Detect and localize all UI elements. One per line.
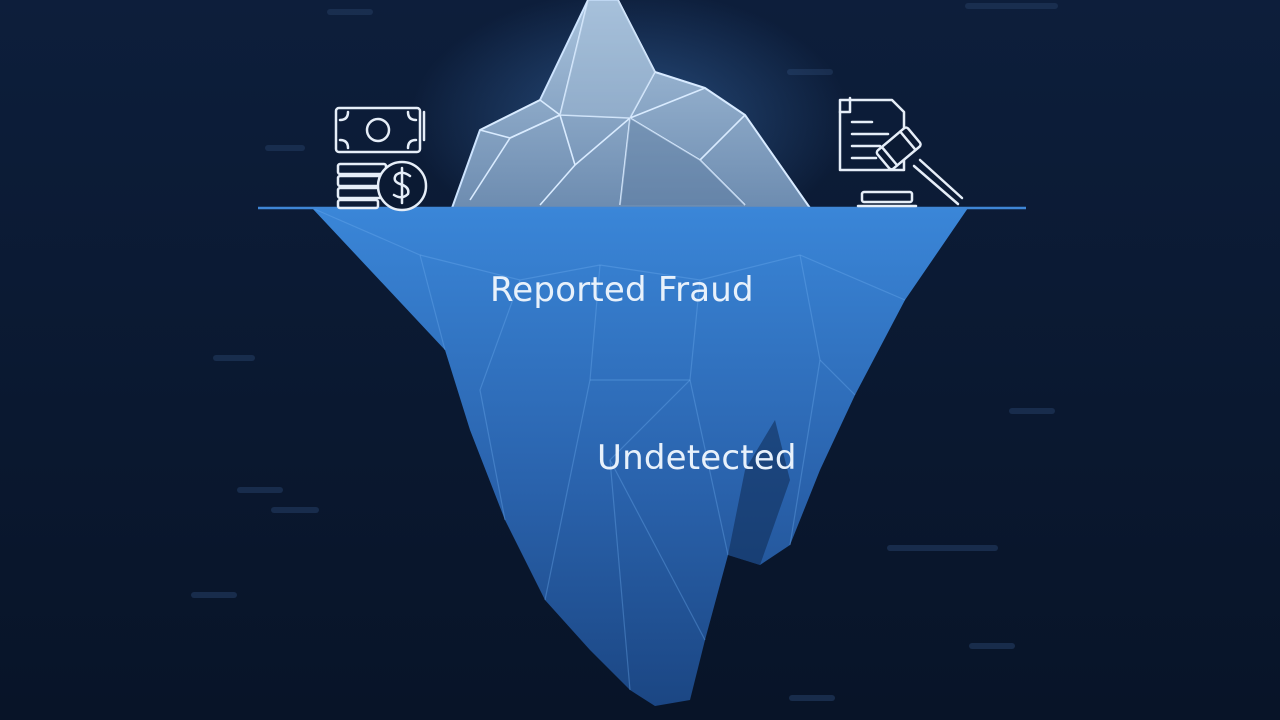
document-gavel-icon [838, 96, 964, 208]
undetected-label: Undetected [597, 438, 797, 478]
iceberg-underwater [311, 207, 968, 706]
iceberg-tip [451, 0, 811, 209]
reported-fraud-label: Reported Fraud [490, 270, 754, 310]
money-coins-icon [334, 106, 428, 212]
